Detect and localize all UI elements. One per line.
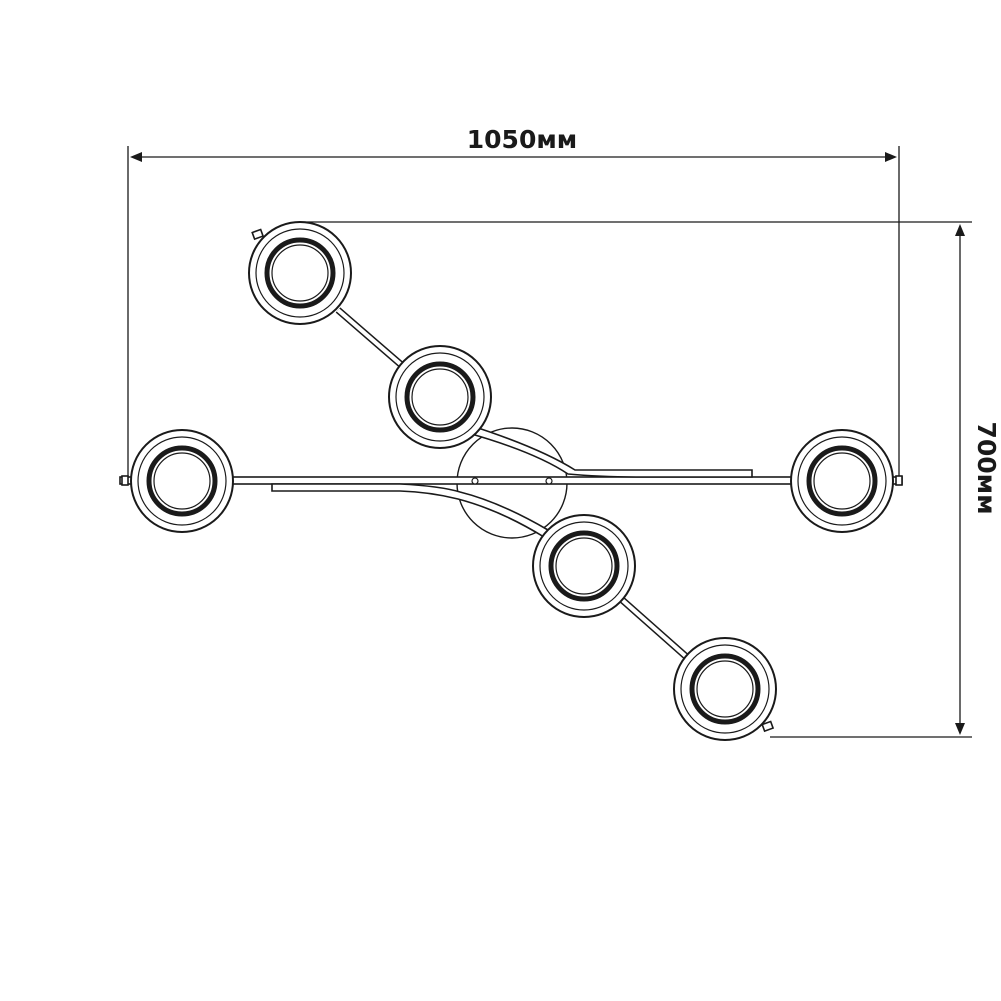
lamp-left: [130, 429, 234, 533]
canopy-screw-left: [471, 477, 479, 485]
width-arrow-right: [885, 152, 897, 162]
lamp-lens: [153, 452, 211, 510]
lamps: [130, 221, 894, 741]
lamp-bottom-right: [673, 637, 777, 741]
height-label: 700мм: [972, 421, 1001, 514]
stud-bottom-right: [761, 720, 775, 733]
rod-end-cap-right: [895, 475, 903, 486]
height-arrow-bottom: [955, 723, 965, 735]
lamp-lens: [411, 368, 469, 426]
lamp-lens: [555, 537, 613, 595]
lamp-lens: [696, 660, 754, 718]
rod-end-cap-left: [121, 475, 129, 486]
width-arrow-left: [130, 152, 142, 162]
lamp-right: [790, 429, 894, 533]
width-dimension: 1050мм: [127, 125, 900, 478]
width-label: 1050мм: [467, 125, 577, 154]
lamp-lower-middle: [532, 514, 636, 618]
lamp-lens: [271, 244, 329, 302]
stud-top-left: [251, 228, 265, 241]
main-horizontal-rod: [119, 476, 903, 485]
height-dimension: 700мм: [300, 221, 1001, 738]
lamp-upper-middle: [388, 345, 492, 449]
fixture: [119, 228, 903, 733]
lamp-dark-ring: [404, 361, 476, 433]
lamp-dark-ring: [806, 445, 878, 517]
lamp-dark-ring: [689, 653, 761, 725]
canopy-screw-right: [545, 477, 553, 485]
lamp-lens: [813, 452, 871, 510]
lamp-dark-ring: [548, 530, 620, 602]
height-arrow-top: [955, 224, 965, 236]
lamp-top-left: [248, 221, 352, 325]
lamp-dark-ring: [264, 237, 336, 309]
upper-curved-rod: [466, 425, 753, 478]
lamp-dark-ring: [146, 445, 218, 517]
